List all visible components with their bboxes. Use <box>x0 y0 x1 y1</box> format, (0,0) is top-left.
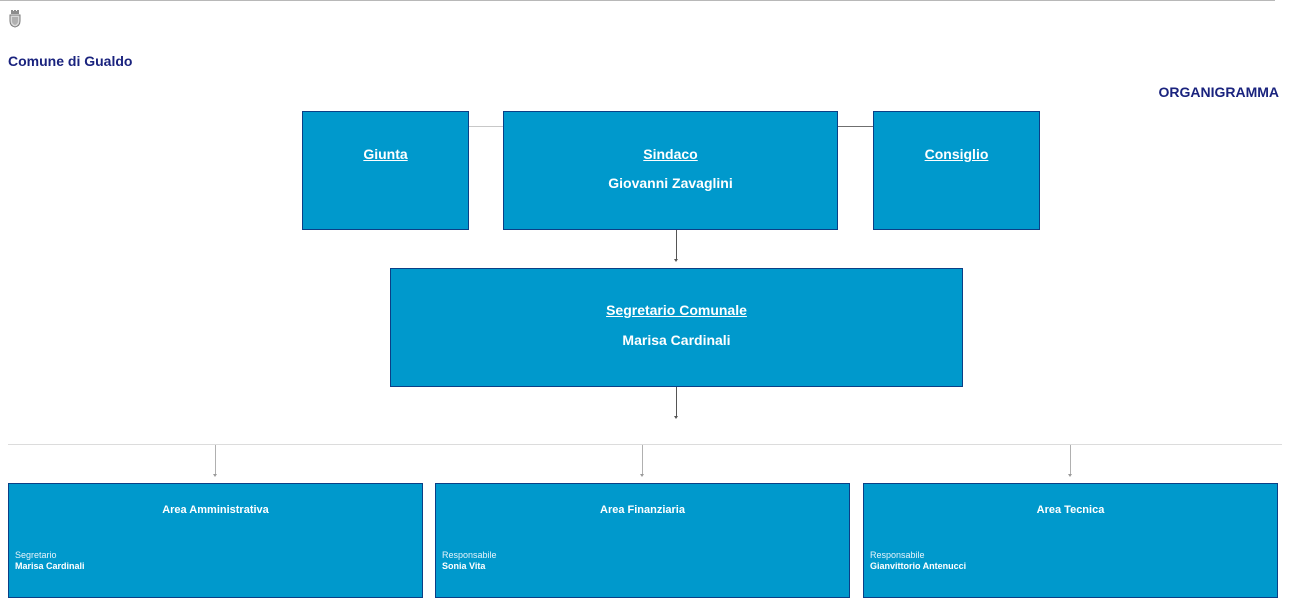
area-connector <box>1070 445 1071 475</box>
area-box-amministrativa[interactable]: Area Amministrativa Segretario Marisa Ca… <box>8 483 423 598</box>
sindaco-name: Giovanni Zavaglini <box>608 175 733 191</box>
area-box-finanziaria[interactable]: Area Finanziaria Responsabile Sonia Vita <box>435 483 850 598</box>
arrow-down-icon <box>213 474 217 477</box>
arrow-down-icon <box>1068 474 1072 477</box>
area-role: Responsabile <box>870 550 925 560</box>
page-heading: ORGANIGRAMMA <box>1158 84 1279 100</box>
area-person: Marisa Cardinali <box>15 561 85 571</box>
connector-segretario-areas <box>676 387 677 417</box>
area-person: Sonia Vita <box>442 561 486 571</box>
area-role: Responsabile <box>442 550 497 560</box>
area-person: Gianvittorio Antenucci <box>870 561 967 571</box>
area-title: Area Finanziaria <box>600 504 685 516</box>
area-box-tecnica[interactable]: Area Tecnica Responsabile Gianvittorio A… <box>863 483 1278 598</box>
area-connector <box>215 445 216 475</box>
segretario-link[interactable]: Segretario Comunale <box>606 302 747 318</box>
consiglio-link[interactable]: Consiglio <box>924 146 989 162</box>
areas-divider <box>8 444 1282 445</box>
arrow-down-icon <box>640 474 644 477</box>
segretario-box[interactable]: Segretario Comunale Marisa Cardinali <box>390 268 963 387</box>
area-title: Area Tecnica <box>1036 504 1105 516</box>
giunta-box[interactable]: Giunta <box>302 111 469 230</box>
arrow-down-icon <box>674 416 678 419</box>
giunta-link[interactable]: Giunta <box>363 146 408 162</box>
area-role: Segretario <box>15 550 57 560</box>
area-title: Area Amministrativa <box>162 504 269 516</box>
arrow-down-icon <box>674 259 678 262</box>
connector-sindaco-segretario <box>676 230 677 260</box>
coat-of-arms-icon <box>9 10 21 28</box>
area-connector <box>642 445 643 475</box>
top-rule <box>0 0 1275 1</box>
connector-sindaco-consiglio <box>838 126 873 127</box>
segretario-name: Marisa Cardinali <box>622 332 731 348</box>
comune-name: Comune di Gualdo <box>8 53 133 69</box>
sindaco-link[interactable]: Sindaco <box>643 146 698 162</box>
sindaco-box[interactable]: Sindaco Giovanni Zavaglini <box>503 111 838 230</box>
consiglio-box[interactable]: Consiglio <box>873 111 1040 230</box>
connector-giunta-sindaco <box>469 126 503 127</box>
